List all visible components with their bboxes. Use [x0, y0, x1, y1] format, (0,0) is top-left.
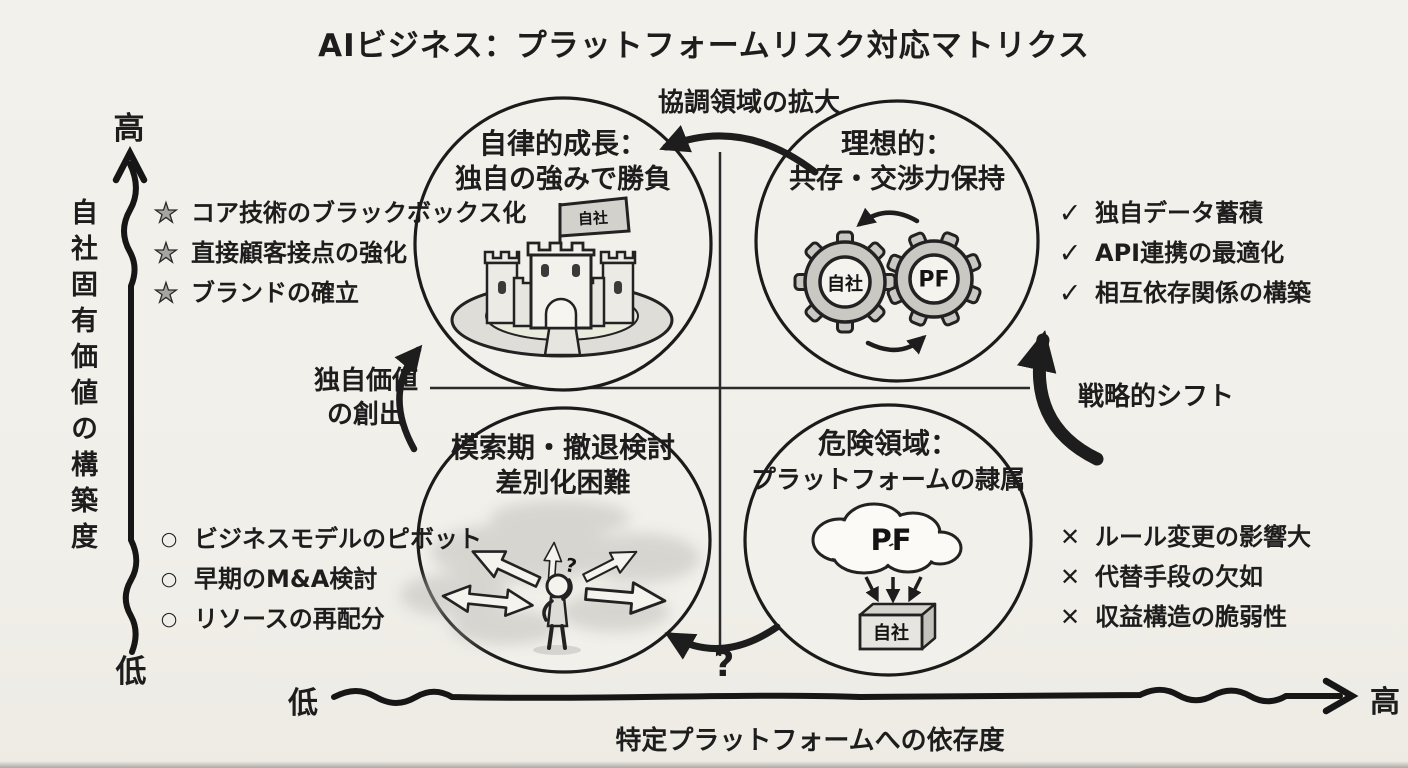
cross-icon: ✕	[1059, 563, 1081, 591]
unique-value-arrow-label: 独自価値 の創出	[314, 364, 418, 432]
question-arrow	[664, 623, 781, 660]
check-icon: ✓	[1058, 278, 1082, 309]
gear-right-label: PF	[918, 267, 950, 293]
ideal-list: ✓ 独自データ蓄積 ✓ API連携の最適化 ✓ 相互依存関係の構築	[1056, 198, 1311, 318]
unique-value-arrow	[394, 344, 423, 453]
axes	[112, 145, 1359, 715]
list-item: ✓ 相互依存関係の構築	[1056, 278, 1311, 309]
list-item: ○ ビジネスモデルのピボット	[155, 524, 482, 555]
check-icon: ✓	[1058, 238, 1082, 269]
x-axis-arrowhead	[1322, 677, 1359, 715]
list-item: ✕ 代替手段の欠如	[1056, 562, 1311, 593]
list-item-label: 相互依存関係の構築	[1095, 279, 1311, 307]
star-icon: ★	[153, 197, 179, 229]
list-item-label: リソースの再配分	[194, 605, 385, 633]
circle-bullet-icon: ○	[160, 608, 178, 630]
gear-left	[793, 230, 897, 334]
quadrant-title-top-right: 理想的： 共存・交渉力保持	[789, 126, 1005, 198]
arrow-label-line: の創出	[326, 400, 406, 430]
y-axis-label: 自社固有価値の構築度	[66, 198, 97, 558]
dependency-arrows	[864, 576, 923, 604]
gear-right	[886, 231, 982, 327]
gear-left-label: 自社	[827, 274, 863, 295]
strategic-shift-arrow-label: 戦略的シフト	[1078, 382, 1235, 412]
quadrant-title-line: 理想的：	[840, 127, 953, 160]
x-axis-line	[331, 686, 1343, 706]
list-item: ○ 早期のM&A検討	[155, 564, 482, 595]
y-axis-arrowhead	[112, 145, 148, 184]
list-item-label: API連携の最適化	[1095, 239, 1285, 267]
flag-shape	[558, 196, 631, 238]
list-item-label: 代替手段の欠如	[1095, 563, 1263, 591]
circle-bullet-icon: ○	[160, 568, 178, 590]
cloud-platform-icon	[811, 502, 963, 651]
list-item-label: ルール変更の影響大	[1095, 523, 1311, 551]
list-item-label: ビジネスモデルのピボット	[194, 525, 482, 553]
x-axis-low-label: 低	[288, 686, 318, 721]
gears-icon	[793, 207, 982, 355]
list-item: ★ ブランドの確立	[152, 277, 526, 309]
cross-icon: ✕	[1059, 603, 1081, 631]
bottom-edge-shadow	[0, 761, 1408, 768]
x-axis-label: 特定プラットフォームへの依存度	[615, 726, 1005, 756]
star-icon: ★	[153, 277, 179, 309]
question-mark-label: ?	[713, 644, 735, 685]
quadrant-title-line: 自律的成長：	[478, 127, 647, 160]
list-item-label: 収益構造の脆弱性	[1095, 603, 1287, 631]
matrix-cross-lines	[430, 152, 1030, 656]
y-axis-high-label: 高	[113, 111, 145, 147]
quadrant-title-line: 共存・交渉力保持	[789, 164, 1005, 195]
cooperation-arrow	[659, 125, 819, 176]
quadrant-title-line: プラットフォームの隷属	[750, 465, 1026, 494]
list-item-label: ブランドの確立	[191, 279, 359, 307]
list-item-label: 直接顧客接点の強化	[191, 239, 407, 267]
quadrant-title-line: 危険領域：	[817, 427, 959, 460]
arrow-label-line: 独自価値	[313, 366, 419, 396]
y-axis-low-label: 低	[115, 654, 147, 690]
list-item: ✕ ルール変更の影響大	[1056, 522, 1311, 553]
castle-flag-label: 自社	[577, 208, 609, 229]
circle-bullet-icon: ○	[160, 528, 178, 550]
list-item-label: 早期のM&A検討	[194, 565, 378, 593]
list-item-label: 独自データ蓄積	[1095, 199, 1263, 227]
cloud-label: PF	[870, 523, 912, 557]
danger-list: ✕ ルール変更の影響大 ✕ 代替手段の欠如 ✕ 収益構造の脆弱性	[1056, 522, 1311, 642]
quadrant-title-top-left: 自律的成長： 独自の強みで勝負	[455, 126, 671, 198]
list-item: ★ 直接顧客接点の強化	[152, 237, 526, 269]
star-icon: ★	[153, 237, 179, 269]
confused-person-icon	[400, 500, 700, 655]
strengths-list: ★ コア技術のブラックボックス化 ★ 直接顧客接点の強化 ★ ブランドの確立	[152, 197, 527, 318]
page-title: AIビジネス：プラットフォームリスク対応マトリクス	[318, 28, 1090, 64]
cross-icon: ✕	[1059, 523, 1081, 551]
quadrant-title-line: 独自の強みで勝負	[455, 164, 671, 195]
strategic-shift-arrow	[1016, 330, 1104, 466]
quadrant-title-line: 模索期・撤退検討	[450, 431, 676, 464]
list-item-label: コア技術のブラックボックス化	[191, 199, 527, 227]
box-label: 自社	[873, 623, 909, 644]
list-item: ✓ 独自データ蓄積	[1056, 198, 1311, 229]
list-item: ✓ API連携の最適化	[1056, 238, 1311, 269]
y-axis-line	[121, 161, 140, 655]
gear-rotation-arrow-top	[856, 207, 920, 227]
transition-arrows	[394, 125, 1104, 660]
quadrant-title-bottom-left: 模索期・撤退検討 差別化困難	[451, 430, 675, 502]
company-box	[858, 602, 937, 651]
gear-rotation-arrow-bottom	[865, 334, 927, 355]
list-item: ○ リソースの再配分	[155, 604, 482, 635]
cooperation-arrow-label: 協調領域の拡大	[657, 88, 841, 118]
check-icon: ✓	[1058, 198, 1082, 229]
list-item: ★ コア技術のブラックボックス化	[152, 197, 527, 229]
quadrant-title-bottom-right: 危険領域： プラットフォームの隷属	[751, 426, 1025, 498]
explore-list: ○ ビジネスモデルのピボット ○ 早期のM&A検討 ○ リソースの再配分	[155, 524, 482, 644]
x-axis-high-label: 高	[1370, 685, 1400, 720]
list-item: ✕ 収益構造の脆弱性	[1056, 602, 1311, 633]
castle-icon	[450, 196, 674, 358]
quadrant-title-line: 差別化困難	[495, 468, 631, 499]
